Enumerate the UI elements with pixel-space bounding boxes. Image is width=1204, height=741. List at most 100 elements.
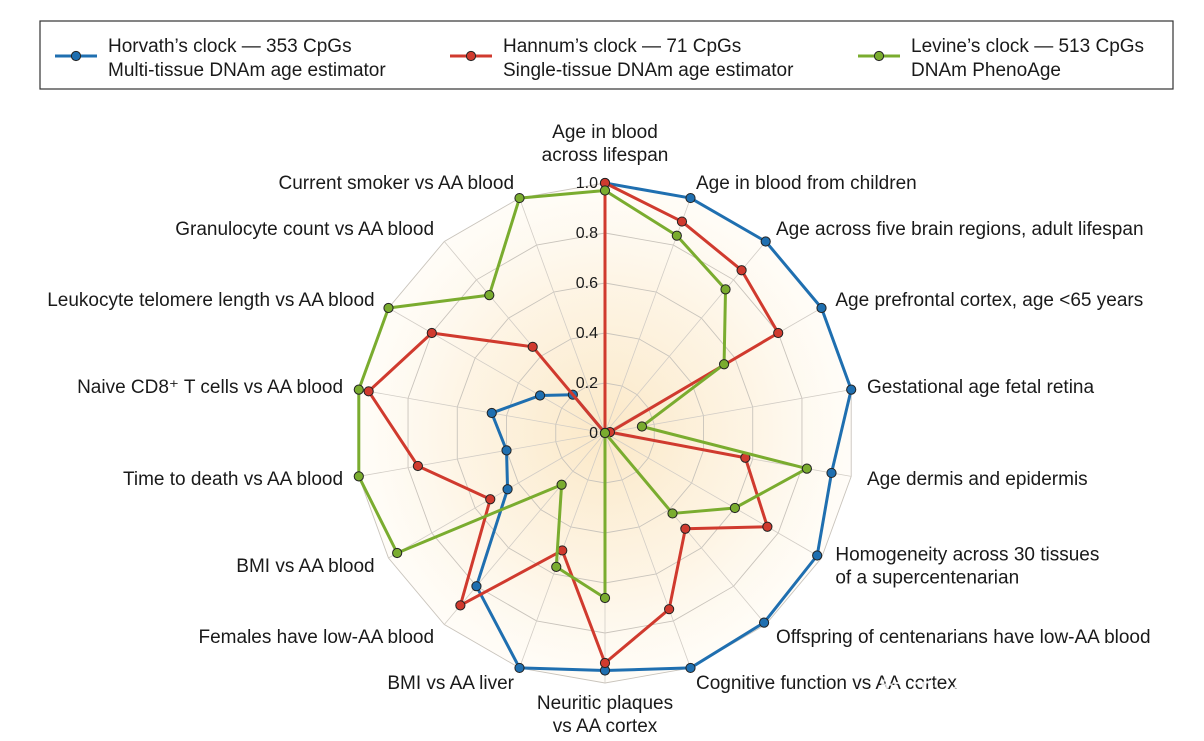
axis-label: Time to death vs AA blood [123, 469, 343, 490]
axis-label: Current smoker vs AA blood [279, 173, 515, 194]
grid-spoke [358, 389, 606, 434]
data-point [514, 662, 525, 674]
axis-label-line: BMI vs AA liver [387, 673, 514, 694]
axis-label: Offspring of centenarians have low-AA bl… [776, 627, 1151, 648]
watermark: 知乎 @中科新生命 [878, 678, 1128, 713]
legend-label: Horvath’s clock — 353 CpGs [108, 36, 352, 57]
legend-sublabel: Multi-tissue DNAm age estimator [108, 60, 386, 81]
grid-spoke [388, 307, 606, 434]
axis-label-line: Cognitive function vs AA cortex [696, 673, 957, 694]
data-point [636, 421, 648, 432]
data-point [760, 236, 771, 247]
series-3 [353, 185, 812, 604]
axis-label-line: Age across five brain regions, adult lif… [776, 219, 1144, 240]
grid-spoke [519, 197, 606, 434]
axis-label-line: across lifespan [542, 145, 669, 166]
data-point [762, 521, 773, 532]
data-point [412, 460, 423, 472]
grid-spoke [443, 432, 606, 625]
axis-label: Age dermis and epidermis [867, 469, 1088, 490]
data-point [676, 216, 688, 227]
axis-label: Granulocyte count vs AA blood [175, 219, 434, 240]
data-point [484, 290, 495, 301]
axis-label-line: Homogeneity across 30 tissues [835, 545, 1099, 566]
grid-spoke [604, 432, 822, 559]
data-point [667, 508, 678, 519]
data-point [773, 327, 784, 339]
data-point [392, 547, 403, 559]
data-point [599, 592, 611, 604]
data-point [826, 467, 837, 479]
axis-label-line: vs AA cortex [553, 716, 658, 737]
axis-label-line: Gestational age fetal retina [867, 377, 1095, 398]
data-point [718, 359, 730, 370]
data-point [758, 617, 770, 628]
legend-swatch-marker [465, 50, 477, 62]
grid-spoke [604, 432, 691, 669]
data-point [551, 561, 562, 573]
axis-label: Naive CD8⁺ T cells vs AA blood [77, 377, 343, 398]
axis-label: Females have low-AA blood [199, 627, 435, 648]
data-point [363, 386, 374, 397]
data-point [599, 657, 611, 669]
data-point [556, 479, 567, 490]
data-point [353, 471, 364, 482]
axis-label-line: Naive CD8⁺ T cells vs AA blood [77, 377, 343, 398]
data-point [685, 662, 696, 674]
legend-box [39, 20, 1174, 90]
series-layer [353, 177, 857, 676]
data-point [816, 302, 827, 314]
axis-label-line: Age dermis and epidermis [867, 469, 1088, 490]
grid-spoke [358, 432, 606, 477]
legend-sublabel: Single-tissue DNAm age estimator [503, 60, 794, 81]
data-point [599, 427, 611, 439]
data-point [485, 494, 496, 505]
axis-label-line: Females have low-AA blood [199, 627, 435, 648]
data-point [729, 502, 741, 514]
axis-label-line: of a supercentenarian [835, 568, 1019, 589]
data-point [599, 185, 611, 196]
axis-label: Gestational age fetal retina [867, 377, 1095, 398]
axis-label-line: Time to death vs AA blood [123, 469, 343, 490]
legend-swatch-marker [70, 50, 82, 62]
axis-label: Age in blood from children [696, 173, 917, 194]
legend-label: Hannum’s clock — 71 CpGs [503, 36, 741, 57]
tick-label: 1.0 [576, 175, 598, 192]
data-point [534, 390, 546, 401]
tick-label: 0 [589, 425, 598, 442]
data-point [671, 230, 682, 241]
data-point [685, 192, 696, 204]
axis-label-line: Leukocyte telomere length vs AA blood [47, 290, 374, 311]
data-point [502, 484, 513, 495]
data-point [527, 341, 538, 352]
axis-label: Age prefrontal cortex, age <65 years [835, 290, 1143, 311]
axis-label: Cognitive function vs AA cortex [696, 673, 957, 694]
legend-sublabel: DNAm PhenoAge [911, 60, 1061, 81]
tick-label: 0.6 [576, 275, 598, 292]
data-point [736, 265, 747, 276]
data-point [471, 581, 482, 592]
axis-label: BMI vs AA blood [236, 556, 374, 577]
data-point [455, 600, 466, 611]
tick-label: 0.8 [576, 225, 598, 242]
axis-label-line: Neuritic plaques [537, 693, 673, 714]
data-point [664, 604, 675, 615]
axis-label-line: Current smoker vs AA blood [279, 173, 515, 194]
axis-label: Age across five brain regions, adult lif… [776, 219, 1144, 240]
legend-swatch-marker [873, 50, 885, 62]
data-point [353, 384, 364, 395]
data-point [720, 284, 731, 295]
data-point [426, 327, 437, 339]
axis-label-line: Age in blood from children [696, 173, 917, 194]
axis-label: BMI vs AA liver [387, 673, 514, 694]
axis-label-line: Offspring of centenarians have low-AA bl… [776, 627, 1151, 648]
data-point [846, 384, 857, 395]
